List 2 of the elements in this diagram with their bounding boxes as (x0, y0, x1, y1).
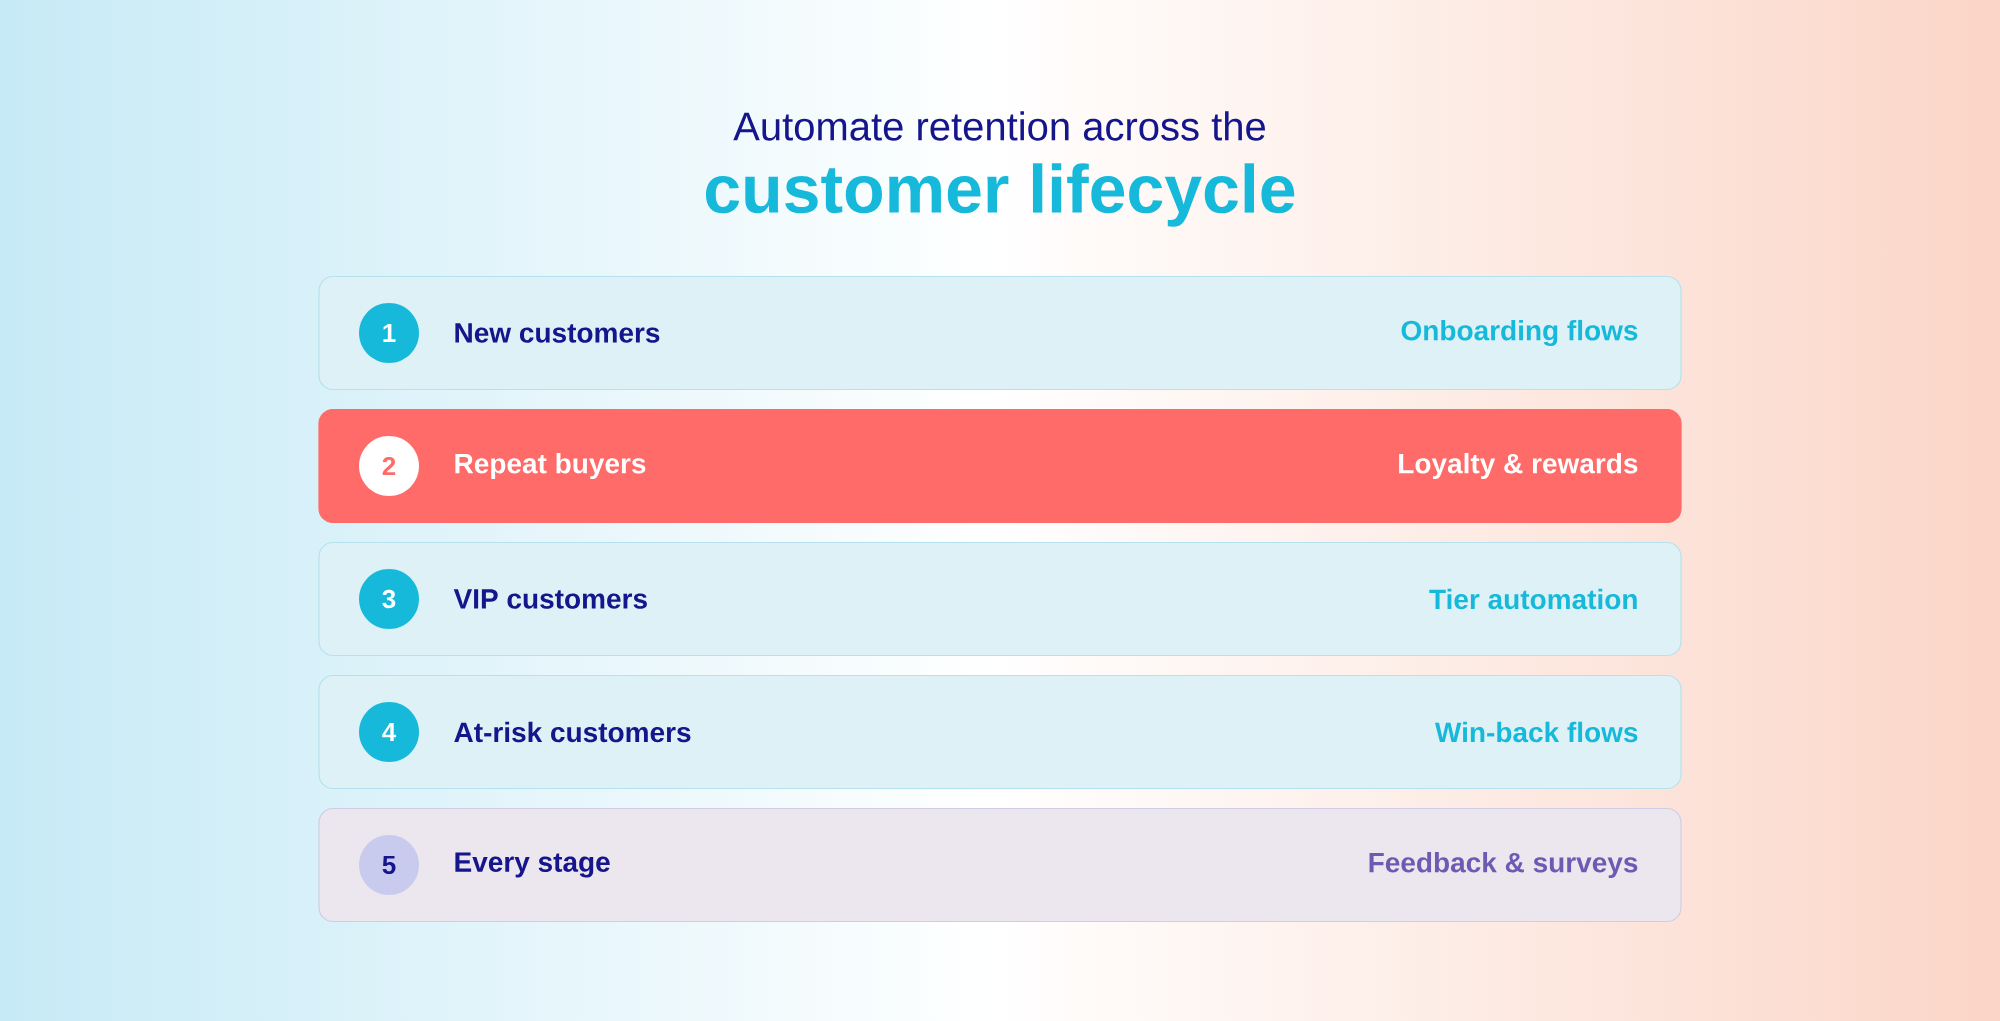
title: Automate retention across the (733, 111, 1265, 141)
subtitle: customer lifecycle (705, 163, 1295, 227)
